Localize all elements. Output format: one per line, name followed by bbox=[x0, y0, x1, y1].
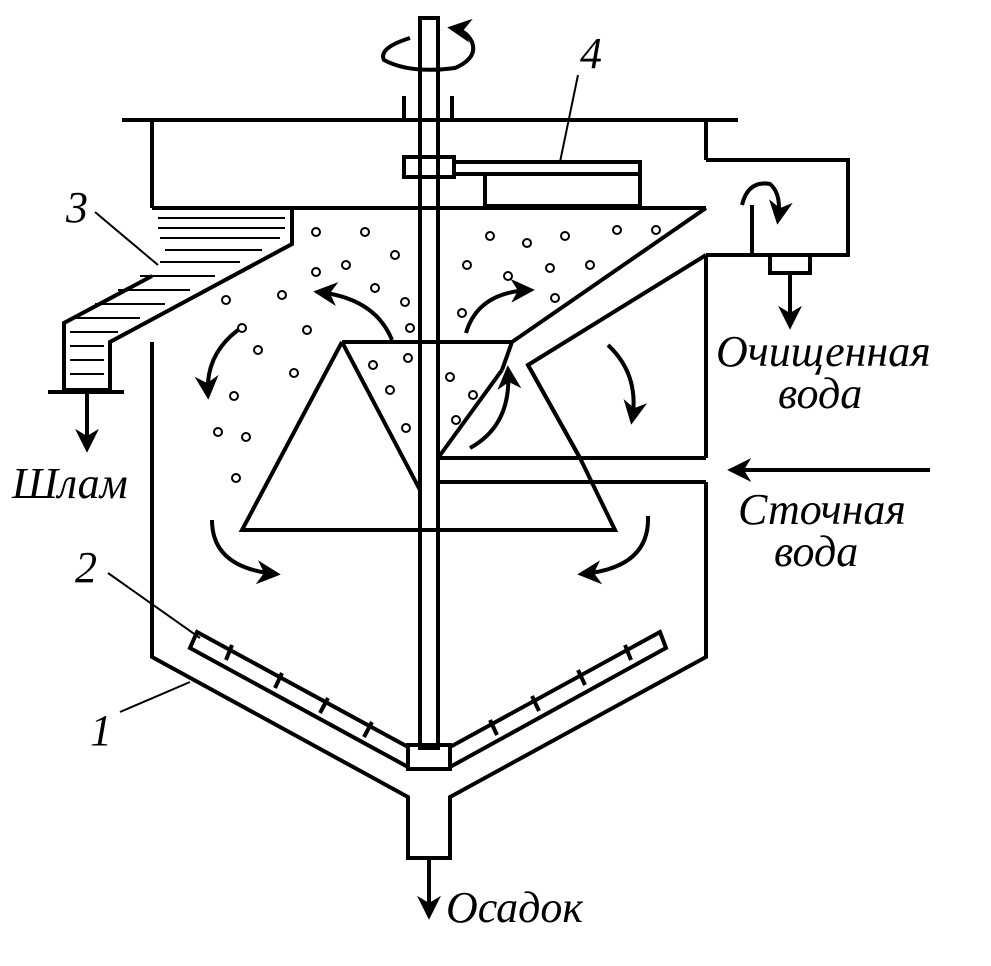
callout-number-3: 3 bbox=[65, 183, 88, 232]
scraper-right bbox=[448, 629, 669, 771]
particles bbox=[213, 225, 661, 483]
waste-water-label-line1: Сточная bbox=[738, 485, 906, 534]
scraper-slots bbox=[224, 644, 633, 738]
rotation-arrow bbox=[381, 18, 476, 72]
callout-leader-3 bbox=[94, 211, 159, 266]
inlet-pipe bbox=[438, 456, 706, 484]
central-shaft bbox=[418, 16, 440, 750]
callout-number-2: 2 bbox=[75, 543, 97, 592]
shaft-coupling-top bbox=[402, 155, 456, 179]
drive-block bbox=[483, 172, 642, 208]
flow-arrow-up-left bbox=[313, 282, 394, 341]
callout-number-1: 1 bbox=[90, 706, 112, 755]
clean-water-label-line1: Очищенная bbox=[716, 327, 931, 376]
tank-wall bbox=[150, 120, 708, 860]
flow-arrow-right-down bbox=[606, 343, 648, 425]
sludge-trough bbox=[62, 206, 294, 392]
flow-arrow-up-right bbox=[464, 278, 535, 334]
sediment-label: Осадок bbox=[446, 883, 583, 932]
clean-water-label-line2: вода bbox=[778, 369, 862, 418]
callout-leader-2 bbox=[107, 572, 201, 639]
inclined-partition bbox=[500, 206, 708, 459]
flow-arrow-lower-right bbox=[577, 515, 651, 585]
mixing-cone bbox=[238, 340, 619, 532]
outlet-nozzle bbox=[768, 253, 812, 275]
outlet-chamber bbox=[706, 158, 850, 257]
scraper-left bbox=[187, 629, 410, 771]
flow-arrows bbox=[194, 18, 793, 585]
flow-arrow-lower-left bbox=[210, 519, 281, 585]
waste-water-label-line2: вода bbox=[774, 527, 858, 576]
callout-number-4: 4 bbox=[580, 29, 602, 78]
sludge-hatching bbox=[70, 217, 285, 375]
flow-arrow-outlet bbox=[740, 181, 793, 225]
callout-leader-4 bbox=[559, 74, 579, 163]
sludge-label: Шлам bbox=[11, 459, 128, 508]
callout-leader-1 bbox=[119, 681, 191, 713]
flow-arrow-inner-up bbox=[469, 365, 522, 450]
flow-arrow-left-down bbox=[194, 328, 240, 400]
